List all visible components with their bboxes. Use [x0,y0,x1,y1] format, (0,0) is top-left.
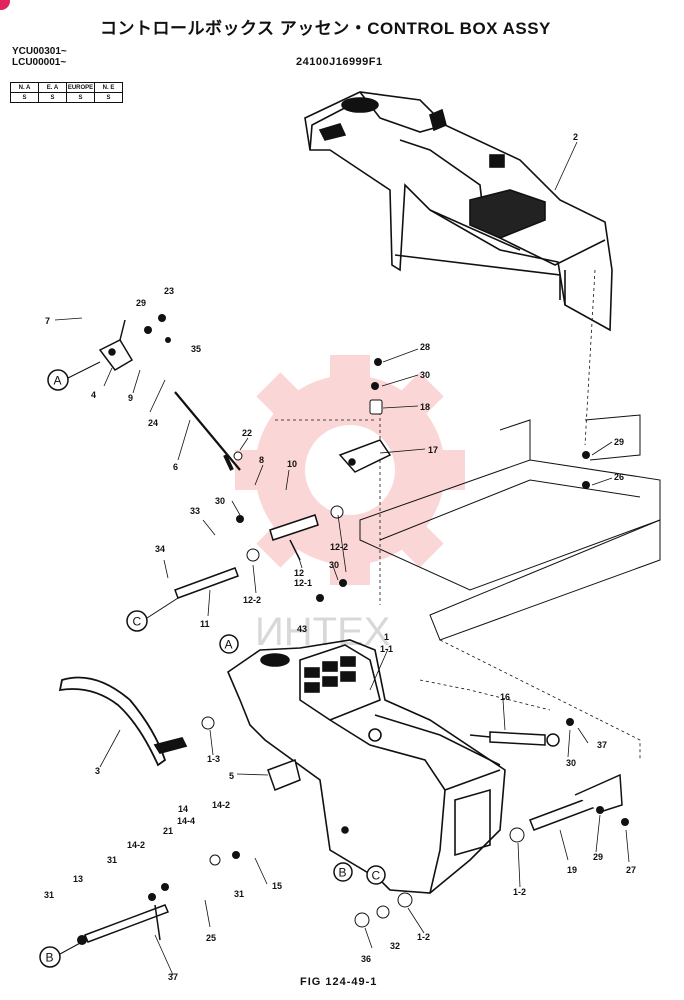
region-value: S [94,92,123,103]
callout: 29 [593,852,603,862]
callout: 10 [287,459,297,469]
callout: 1-2 [417,932,430,942]
callout: 33 [190,506,200,516]
lever-arm-part-3 [58,676,188,767]
callout: 14-2 [212,800,230,810]
callout: 30 [566,758,576,768]
shaft-part-19 [529,773,623,831]
callout: 14 [178,804,188,814]
figure-label: FIG 124-49-1 [300,976,378,988]
part-number: 24100J16999F1 [296,56,383,68]
svg-text:C: C [372,869,381,883]
callout: 37 [168,972,178,982]
svg-text:B: B [339,866,347,880]
watermark-gear-icon [235,355,465,585]
callout: 12-1 [294,578,312,588]
callout: 7 [45,316,50,326]
callout: 28 [420,342,430,352]
callout: 2 [573,132,578,142]
callout: 8 [259,455,264,465]
switch-part-5 [267,759,301,791]
callout: 6 [173,462,178,472]
reference-marker-b-box: B [333,862,353,882]
callout: 31 [44,890,54,900]
callout: 35 [191,344,201,354]
callout: 1-2 [513,887,526,897]
serial-range: YCU00301~ LCU00001~ [12,46,67,68]
callout: 19 [567,865,577,875]
callout: 30 [329,560,339,570]
callout-leaders [54,141,630,976]
bracket-part-17 [338,439,392,473]
callout: 11 [200,619,210,629]
callout: 22 [242,428,252,438]
callout: 9 [128,393,133,403]
callout: 37 [597,740,607,750]
callout: 16 [500,692,510,702]
callout: 30 [215,496,225,506]
frame-plate-outline [359,414,661,641]
callout: 14-2 [127,840,145,850]
callout: 27 [626,865,636,875]
callout: 32 [390,941,400,951]
callout: 1-1 [380,644,393,654]
callout: 30 [420,370,430,380]
svg-text:A: A [225,638,233,652]
callout: 17 [428,445,438,455]
callout: 1-3 [207,754,220,764]
callout: 15 [272,881,282,891]
svg-text:C: C [133,615,142,629]
diagram-title: コントロールボックス アッセン・CONTROL BOX ASSY [100,19,551,38]
reference-marker-a-lower: A [219,634,239,654]
region-table: N. A E. A EUROPE N. E S S S S [10,82,123,103]
lever-shaft-part-6 [174,391,241,471]
callout: 43 [297,624,307,634]
svg-text:A: A [54,374,62,388]
lever-part-4 [98,319,134,371]
callout: 24 [148,418,158,428]
callout-numbers: 2 7 29 23 35 4 9 24 28 30 18 17 29 26 22… [44,132,636,982]
serial-line-2: LCU00001~ [12,57,67,68]
svg-text:B: B [46,951,54,965]
shaft-part-13 [84,904,169,943]
callout: 23 [164,286,174,296]
reference-marker-c-box: C [366,865,386,885]
reference-marker-a: A [47,361,101,391]
callout: 13 [73,874,83,884]
leader-lines [275,269,641,760]
reference-marker-c-upper: C [126,597,179,632]
callout: 34 [155,544,165,554]
small-hardware [77,314,629,945]
callout: 26 [614,472,624,482]
callout: 12-2 [330,542,348,552]
lower-control-box-part [227,639,506,894]
callout: 18 [420,402,430,412]
callout: 29 [136,298,146,308]
callout: 31 [234,889,244,899]
reference-marker-b-lower: B [39,941,83,968]
callout: 25 [206,933,216,943]
callout: 1 [384,632,389,642]
shaft-part-11 [174,567,239,599]
callout: 14-4 [177,816,195,826]
serial-line-1: YCU00301~ [12,46,67,57]
cylinder-part-16 [469,731,560,747]
callout: 31 [107,855,117,865]
callout: 12-2 [243,595,261,605]
callout: 29 [614,437,624,447]
corner-badge [0,0,10,10]
callout: 5 [229,771,234,781]
callout: 12 [294,568,304,578]
callout: 36 [361,954,371,964]
callout: 3 [95,766,100,776]
callout: 4 [91,390,96,400]
upper-console-part [304,91,613,332]
callout: 21 [163,826,173,836]
